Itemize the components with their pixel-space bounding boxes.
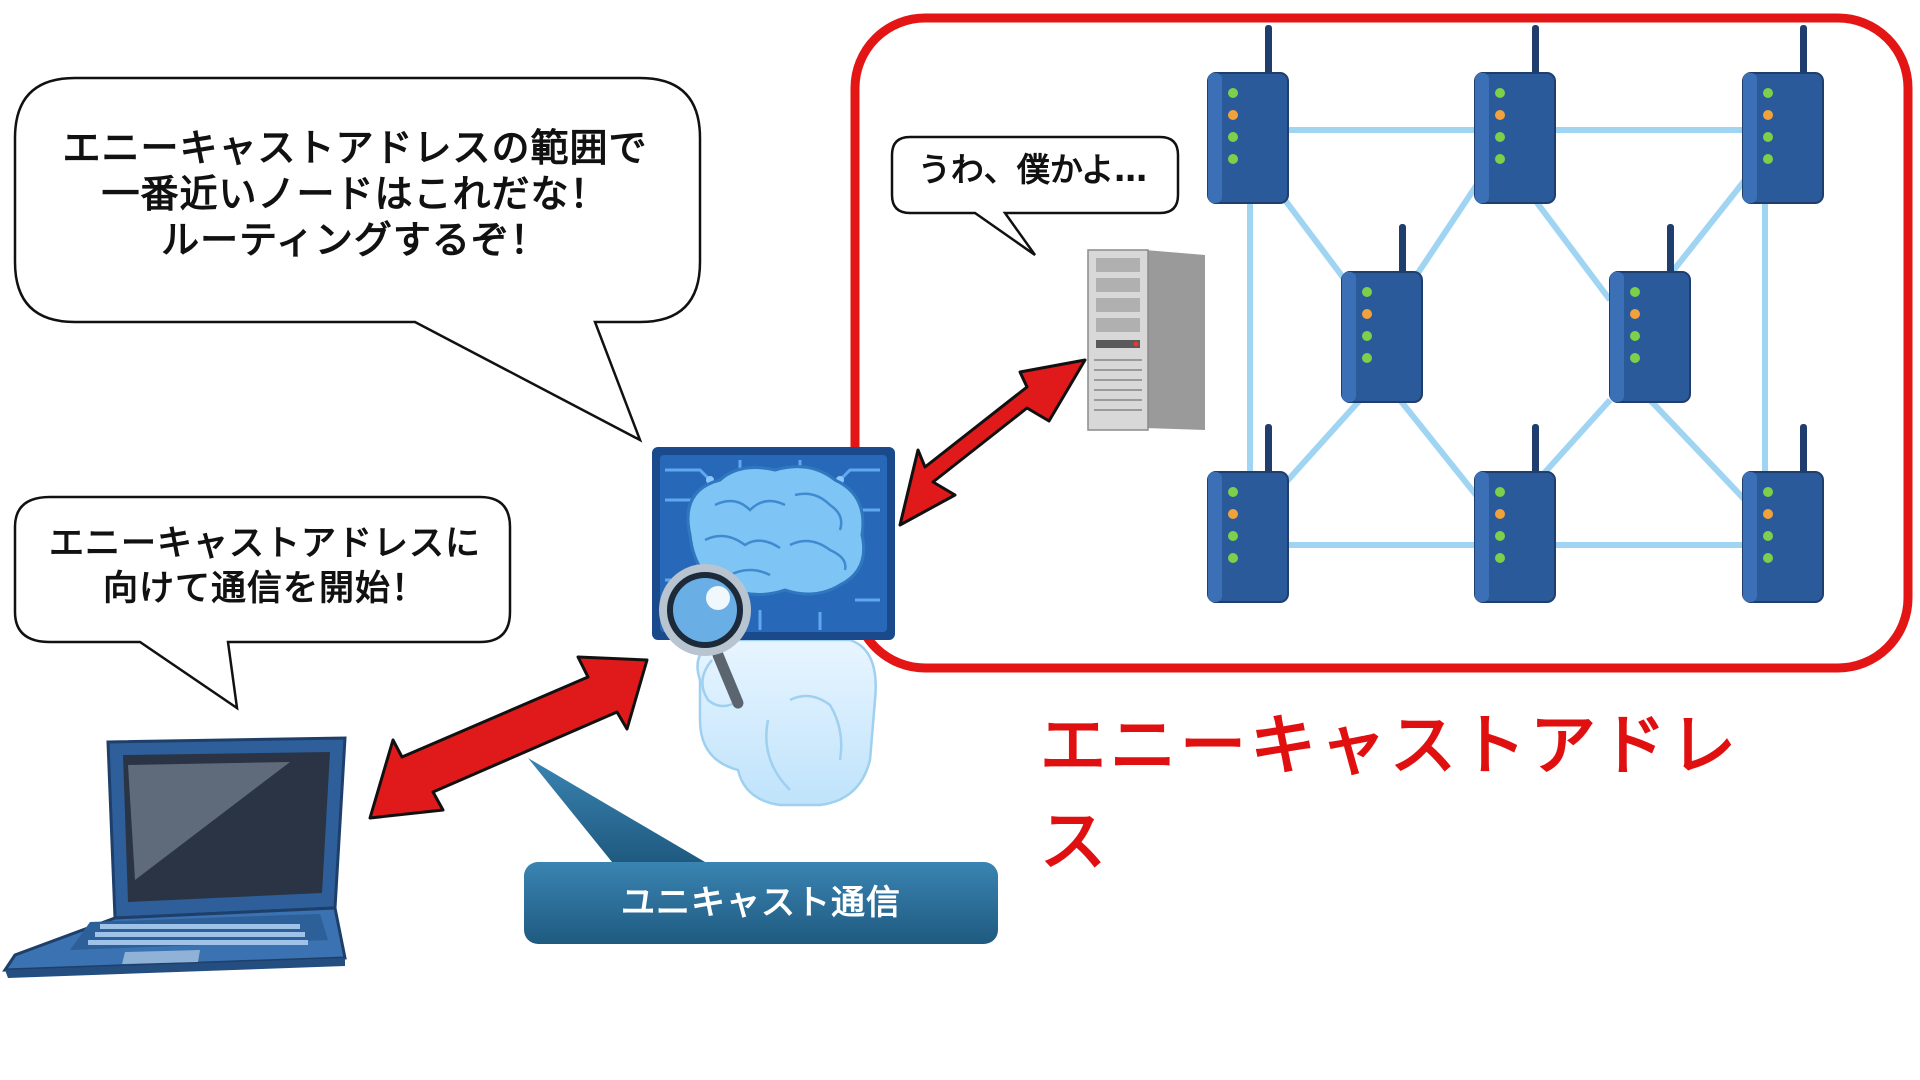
anycast-address-label: エニーキャストアドレス <box>1040 706 1740 880</box>
unicast-label: ユニキャスト通信 <box>621 883 901 923</box>
link-ml-bc <box>1397 398 1483 502</box>
router-bubble-line-1: エニーキャストアドレスの範囲で <box>62 126 648 170</box>
laptop-bubble-line-1: エニーキャストアドレスに <box>48 524 481 564</box>
router-node-icon <box>1609 223 1691 403</box>
router-node-icon <box>1474 24 1556 204</box>
router-node-icon <box>1207 24 1289 204</box>
router-node-icon <box>1742 24 1824 204</box>
router-node-icon <box>1474 423 1556 603</box>
ai-body-figure <box>696 638 877 807</box>
server-bubble-line-1: うわ、僕かよ… <box>917 150 1148 189</box>
ai-brain-magnifier-icon <box>652 447 895 709</box>
laptop-speech-bubble <box>13 495 512 711</box>
laptop-router-arrow <box>368 655 649 820</box>
router-server-arrow <box>898 358 1087 527</box>
link-mr-br <box>1647 397 1748 503</box>
router-node-icon <box>1742 423 1824 603</box>
router-speech-bubble <box>13 76 702 443</box>
anycast-region-border <box>850 13 1913 673</box>
unicast-callout-pointer <box>528 758 705 862</box>
server-bubble-text: うわ、僕かよ… <box>890 150 1175 190</box>
unicast-callout-box <box>524 862 998 944</box>
laptop-bubble-text: エニーキャストアドレスに 向けて通信を開始！ <box>20 522 510 612</box>
router-nodes <box>1207 24 1824 603</box>
router-node-icon <box>1341 223 1423 403</box>
router-bubble-line-2: 一番近いノードはこれだな！ <box>101 172 609 216</box>
laptop-bubble-line-2: 向けて通信を開始！ <box>102 569 427 609</box>
laptop-icon <box>2 736 347 978</box>
router-bubble-line-3: ルーティングするぞ！ <box>161 218 549 262</box>
server-icon <box>1087 249 1205 431</box>
server-speech-bubble <box>890 135 1180 257</box>
router-bubble-text: エニーキャストアドレスの範囲で 一番近いノードはこれだな！ ルーティングするぞ！ <box>20 125 690 263</box>
